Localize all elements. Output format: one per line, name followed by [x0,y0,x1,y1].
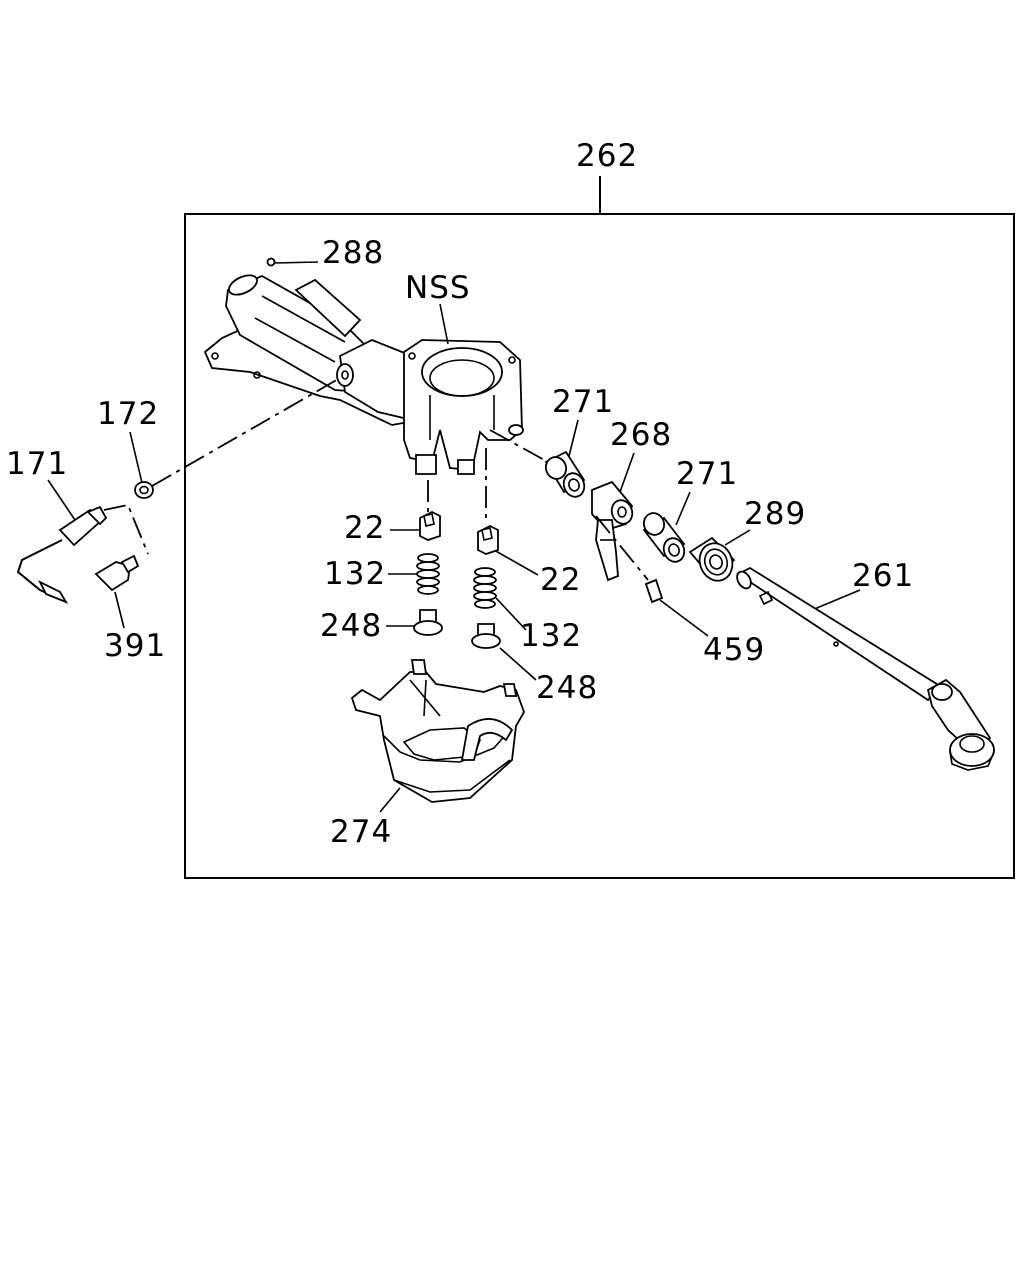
label-288: 288 [322,235,384,271]
washer-172 [134,481,154,499]
label-289: 289 [744,496,806,532]
label-22b: 22 [540,562,581,598]
bushing-271-second [642,512,686,563]
spring-132-right [473,567,497,609]
label-132a: 132 [324,556,386,592]
lever-268 [591,480,634,582]
cover-274 [350,659,525,803]
plug-248-left [413,609,443,636]
sensor-171 [16,505,108,604]
label-274: 274 [330,814,392,850]
label-248a: 248 [320,608,382,644]
bearing-289 [688,536,736,582]
pin-459 [644,578,664,604]
bolt-391 [94,554,140,592]
plunger-22-right [477,524,499,555]
label-22a: 22 [344,510,385,546]
label-262: 262 [576,138,638,174]
label-nss: NSS [405,270,471,306]
label-261: 261 [852,558,914,594]
housing [203,274,524,475]
plug-248-right [471,623,501,649]
label-248b: 248 [536,670,598,706]
label-271b: 271 [676,456,738,492]
plunger-22-left [419,510,441,541]
bushing-271-first [544,450,586,498]
label-172: 172 [97,396,159,432]
label-459: 459 [703,632,765,668]
label-132b: 132 [520,618,582,654]
label-271a: 271 [552,384,614,420]
label-268: 268 [610,417,672,453]
label-171: 171 [6,446,68,482]
spring-132-left [416,553,440,595]
label-391: 391 [104,628,166,664]
shaft-261 [736,566,995,771]
